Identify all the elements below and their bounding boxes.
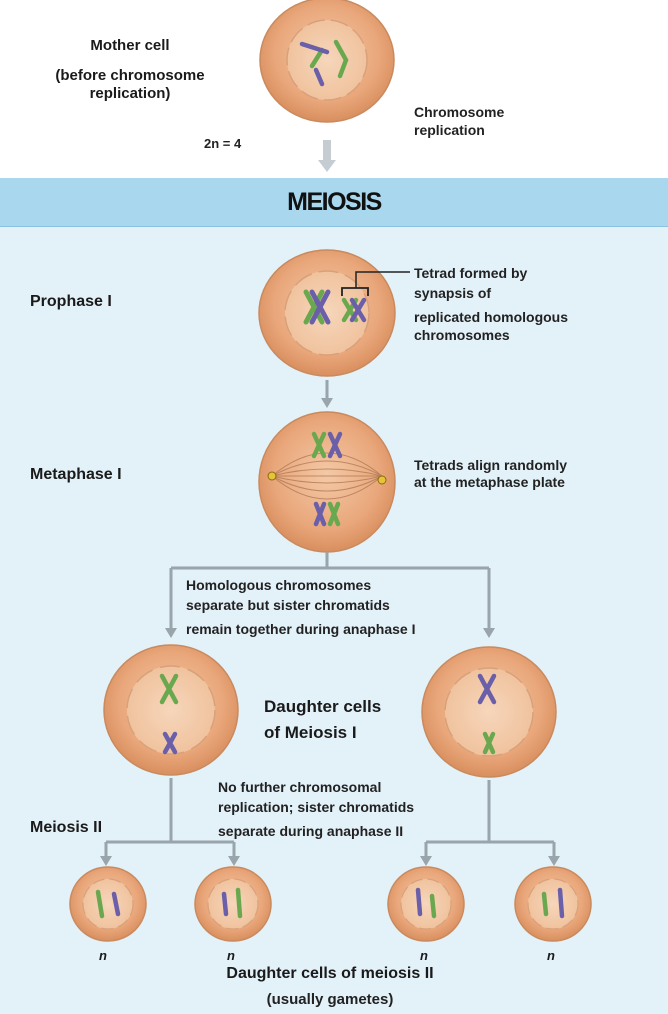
metaphase-note-2: at the metaphase plate [414, 474, 565, 490]
anaphase-note-1: Homologous chromosomes [186, 577, 372, 593]
meiosis2-note-3: separate during anaphase II [218, 823, 404, 839]
gamete-4 [514, 866, 592, 942]
meiosis2-arrows [104, 778, 556, 856]
chromosome-purple [299, 41, 330, 87]
tetrad-bottom [313, 501, 341, 527]
metaphase-cell [258, 411, 396, 553]
gamete-2 [194, 866, 272, 942]
daughter-cells-1-title-1: Daughter cells [264, 697, 382, 716]
meiosis2-note-1: No further chromosomal [218, 779, 382, 795]
gamete-3-ploidy: n [420, 948, 428, 963]
gametes-title: Daughter cells of meiosis II [226, 965, 434, 982]
gamete-3 [387, 866, 465, 942]
prophase-note-1: Tetrad formed by [414, 265, 528, 281]
tetrad-right [341, 297, 367, 323]
anaphase-note-3: remain together during anaphase I [186, 621, 416, 637]
replication-label-1: Chromosome [414, 104, 505, 120]
mother-cell-title: Mother cell [90, 37, 170, 54]
replication-label-2: replication [414, 122, 485, 138]
mother-cell-subtitle-1: (before chromosome [55, 67, 205, 84]
gamete-4-ploidy: n [547, 948, 555, 963]
meiosis-title-band [0, 178, 668, 227]
chromosome-green [309, 39, 349, 79]
gamete-2-ploidy: n [227, 948, 235, 963]
mother-cell [259, 0, 395, 123]
anaphase-note-2: separate but sister chromatids [186, 597, 390, 613]
prophase-cell [258, 249, 410, 377]
gamete-1 [69, 866, 147, 942]
spindle [271, 452, 383, 500]
arrow-prophase-metaphase [321, 380, 333, 408]
daughter-cells-1-title-2: of Meiosis I [264, 723, 357, 742]
daughter-cell-left [103, 644, 239, 776]
gametes-subtitle: (usually gametes) [266, 991, 394, 1008]
gamete-1-ploidy: n [99, 948, 107, 963]
meiosis2-note-2: replication; sister chromatids [218, 799, 415, 815]
daughter-cell-right [421, 646, 557, 778]
prophase-note-2: synapsis of [414, 285, 492, 301]
meiosis2-label: Meiosis II [30, 819, 103, 836]
replication-arrow [318, 140, 336, 172]
metaphase-label: Metaphase I [30, 466, 122, 483]
tetrad-top [311, 431, 343, 459]
mother-cell-subtitle-2: replication) [89, 85, 171, 102]
tetrad-left [303, 289, 331, 325]
metaphase-note-1: Tetrads align randomly [414, 457, 567, 473]
ploidy-label: 2n = 4 [204, 136, 242, 151]
split-arrows [169, 552, 491, 628]
prophase-note-3: replicated homologous [414, 309, 569, 325]
prophase-note-4: chromosomes [414, 327, 510, 343]
meiosis-title: MEIOSIS [287, 188, 382, 216]
prophase-label: Prophase I [30, 293, 112, 310]
